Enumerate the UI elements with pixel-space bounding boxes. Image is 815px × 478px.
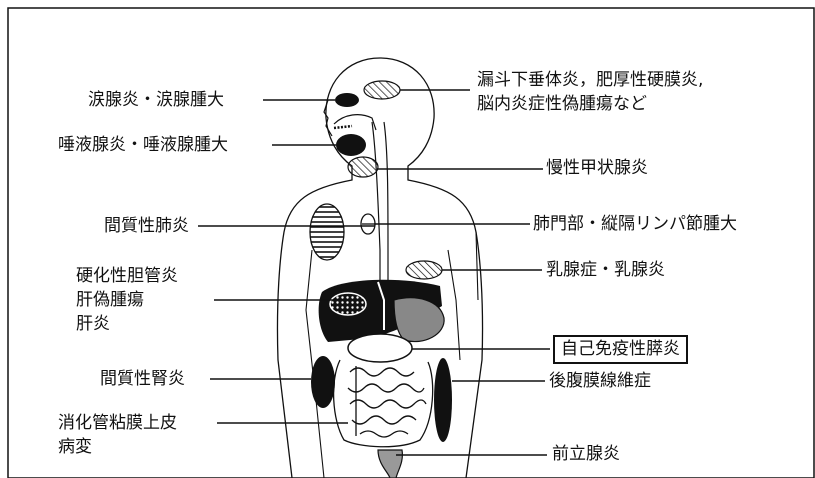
label-mammary: 乳腺症・乳腺炎: [546, 260, 665, 281]
label-biliary-3: 肝炎: [76, 314, 110, 335]
right-arm-line: [448, 250, 460, 360]
thyroid-lesion: [348, 157, 378, 177]
teeth: [334, 126, 352, 128]
salivary-gland: [336, 134, 366, 156]
label-biliary-1: 硬化性胆管炎: [76, 266, 178, 287]
intestines: [334, 360, 433, 447]
label-prostate: 前立腺炎: [552, 444, 620, 465]
label-pancreatitis: 自己免疫性膵炎: [553, 335, 688, 364]
esophagus-2: [384, 122, 388, 290]
oral-cavity: [334, 115, 376, 130]
label-gi-1: 消化管粘膜上皮: [58, 413, 177, 434]
label-pituitary-1: 漏斗下垂体炎，肥厚性硬膜炎,: [477, 70, 703, 91]
label-interstitial-kidney: 間質性腎炎: [100, 369, 185, 390]
label-pituitary-2: 脳内炎症性偽腫瘍など: [477, 94, 647, 115]
liver-pseudotumor: [330, 293, 366, 315]
label-retroperitoneal: 後腹膜線維症: [549, 371, 651, 392]
mammary-lesion: [406, 261, 442, 279]
label-biliary-2: 肝偽腫瘍: [76, 290, 144, 311]
label-salivary: 唾液腺炎・唾液腺腫大: [58, 135, 228, 156]
prostate: [378, 450, 402, 478]
esophagus: [372, 122, 380, 290]
label-hilar: 肺門部・縦隔リンパ節腫大: [533, 214, 737, 235]
lung-lesion: [310, 204, 344, 260]
leader-lines-right: [374, 90, 550, 455]
pituitary-lesion: [364, 81, 400, 99]
retroperitoneal-lesion: [434, 358, 452, 442]
label-thyroid: 慢性甲状腺炎: [546, 158, 648, 179]
kidney-lesion: [311, 356, 335, 408]
pancreas: [348, 334, 412, 362]
lacrimal-gland: [335, 93, 359, 107]
label-lacrimal: 涙腺炎・涙腺腫大: [88, 90, 224, 111]
label-gi-2: 病変: [58, 437, 92, 458]
label-interstitial-lung: 間質性肺炎: [104, 216, 189, 237]
